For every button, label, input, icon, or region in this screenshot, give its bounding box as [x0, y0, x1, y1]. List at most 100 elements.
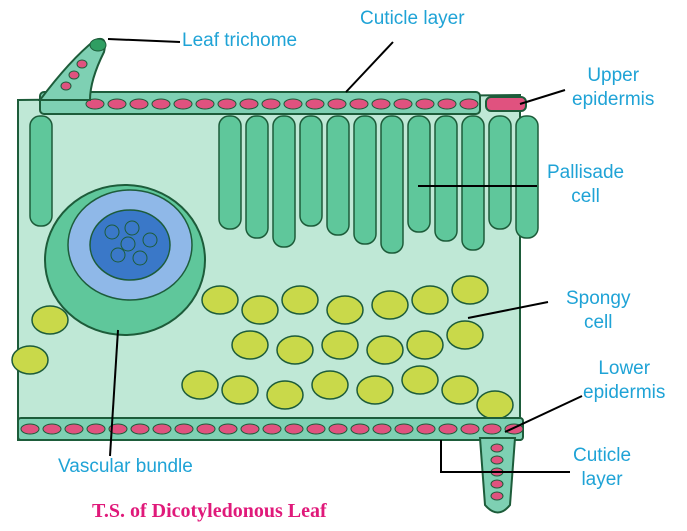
epidermis-cell [153, 424, 171, 434]
label-cuticle-bottom-line2: layer [573, 468, 631, 492]
palisade-cell [408, 116, 430, 232]
upper-epidermis-band [40, 92, 480, 114]
label-upper-epidermis: Upper epidermis [572, 64, 654, 112]
epidermis-cell [175, 424, 193, 434]
palisade-cell [354, 116, 376, 244]
spongy-cell [202, 286, 238, 314]
xylem-cell [125, 221, 139, 235]
palisade-cell [273, 116, 295, 247]
trichome-cell-tip [90, 39, 106, 51]
palisade-cell [219, 116, 241, 229]
spongy-cell [312, 371, 348, 399]
trichome-cell [61, 82, 71, 90]
label-cuticle-layer-bottom: Cuticle layer [573, 444, 631, 492]
epidermis-cell [416, 99, 434, 109]
label-pallisade-line2: cell [547, 185, 624, 209]
spongy-cell [357, 376, 393, 404]
epidermis-cell [43, 424, 61, 434]
leader-cuticle-top [346, 42, 393, 92]
spongy-cell [222, 376, 258, 404]
palisade-cell [435, 116, 457, 241]
epidermis-cell [438, 99, 456, 109]
epidermis-cell [395, 424, 413, 434]
xylem-cell [143, 233, 157, 247]
xylem-cell [121, 237, 135, 251]
epidermis-cell [108, 99, 126, 109]
label-lower-epidermis-line2: epidermis [583, 381, 665, 405]
leader-leaf-trichome [108, 39, 180, 42]
epidermis-cell [461, 424, 479, 434]
epidermis-cell [152, 99, 170, 109]
spongy-cell [242, 296, 278, 324]
spongy-cell [372, 291, 408, 319]
spongy-cell [322, 331, 358, 359]
epidermis-cell [328, 99, 346, 109]
leader-upper-epidermis [520, 90, 565, 104]
spongy-cell [407, 331, 443, 359]
spongy-cell [367, 336, 403, 364]
spongy-cell [32, 306, 68, 334]
spongy-cell [402, 366, 438, 394]
palisade-cell [327, 116, 349, 235]
epidermis-cell [240, 99, 258, 109]
spongy-cell [267, 381, 303, 409]
epidermis-cell [284, 99, 302, 109]
epidermis-cell [263, 424, 281, 434]
trichome-cell [77, 60, 87, 68]
epidermis-cell [174, 99, 192, 109]
trichome-cell [491, 444, 503, 452]
palisade-cell [462, 116, 484, 250]
epidermis-cell [306, 99, 324, 109]
spongy-cell [412, 286, 448, 314]
xylem-cell [133, 251, 147, 265]
palisade-cell [381, 116, 403, 253]
epidermis-cell [460, 99, 478, 109]
epidermis-cell [483, 424, 501, 434]
epidermis-cell [307, 424, 325, 434]
trichome-cell [491, 456, 503, 464]
epidermis-cell [329, 424, 347, 434]
epidermis-cell [21, 424, 39, 434]
label-cuticle-layer-top: Cuticle layer [360, 7, 465, 31]
epidermis-cell [350, 99, 368, 109]
spongy-cell [12, 346, 48, 374]
spongy-cell [447, 321, 483, 349]
figure-caption: T.S. of Dicotyledonous Leaf [92, 500, 327, 523]
spongy-cell [232, 331, 268, 359]
epidermis-cell [439, 424, 457, 434]
epidermis-cell [241, 424, 259, 434]
spongy-cell [282, 286, 318, 314]
vascular-bundle [45, 185, 205, 335]
epidermis-cell [351, 424, 369, 434]
epidermis-cell [130, 99, 148, 109]
palisade-cell [300, 116, 322, 226]
epidermis-cell [87, 424, 105, 434]
palisade-cell [489, 116, 511, 229]
epidermis-cell [219, 424, 237, 434]
epidermis-cell [262, 99, 280, 109]
label-leaf-trichome: Leaf trichome [182, 29, 297, 53]
trichome-cell [491, 492, 503, 500]
epidermis-cell [218, 99, 236, 109]
spongy-cell [477, 391, 513, 419]
label-lower-epidermis: Lower epidermis [583, 357, 665, 405]
label-lower-epidermis-line1: Lower [583, 357, 665, 381]
epidermis-cell [394, 99, 412, 109]
label-spongy-cell: Spongy cell [566, 287, 630, 335]
trichome-cell [491, 480, 503, 488]
label-spongy-line1: Spongy [566, 287, 630, 311]
spongy-cell [182, 371, 218, 399]
epidermis-cell [131, 424, 149, 434]
epidermis-cell [285, 424, 303, 434]
epidermis-cell [373, 424, 391, 434]
spongy-cell [442, 376, 478, 404]
palisade-cell [246, 116, 268, 238]
xylem-cell [105, 225, 119, 239]
epidermis-cell [196, 99, 214, 109]
spongy-cell [452, 276, 488, 304]
spongy-cell [277, 336, 313, 364]
palisade-cell [30, 116, 52, 226]
label-pallisade-cell: Pallisade cell [547, 161, 624, 209]
label-spongy-line2: cell [566, 311, 630, 335]
palisade-cell [516, 116, 538, 238]
